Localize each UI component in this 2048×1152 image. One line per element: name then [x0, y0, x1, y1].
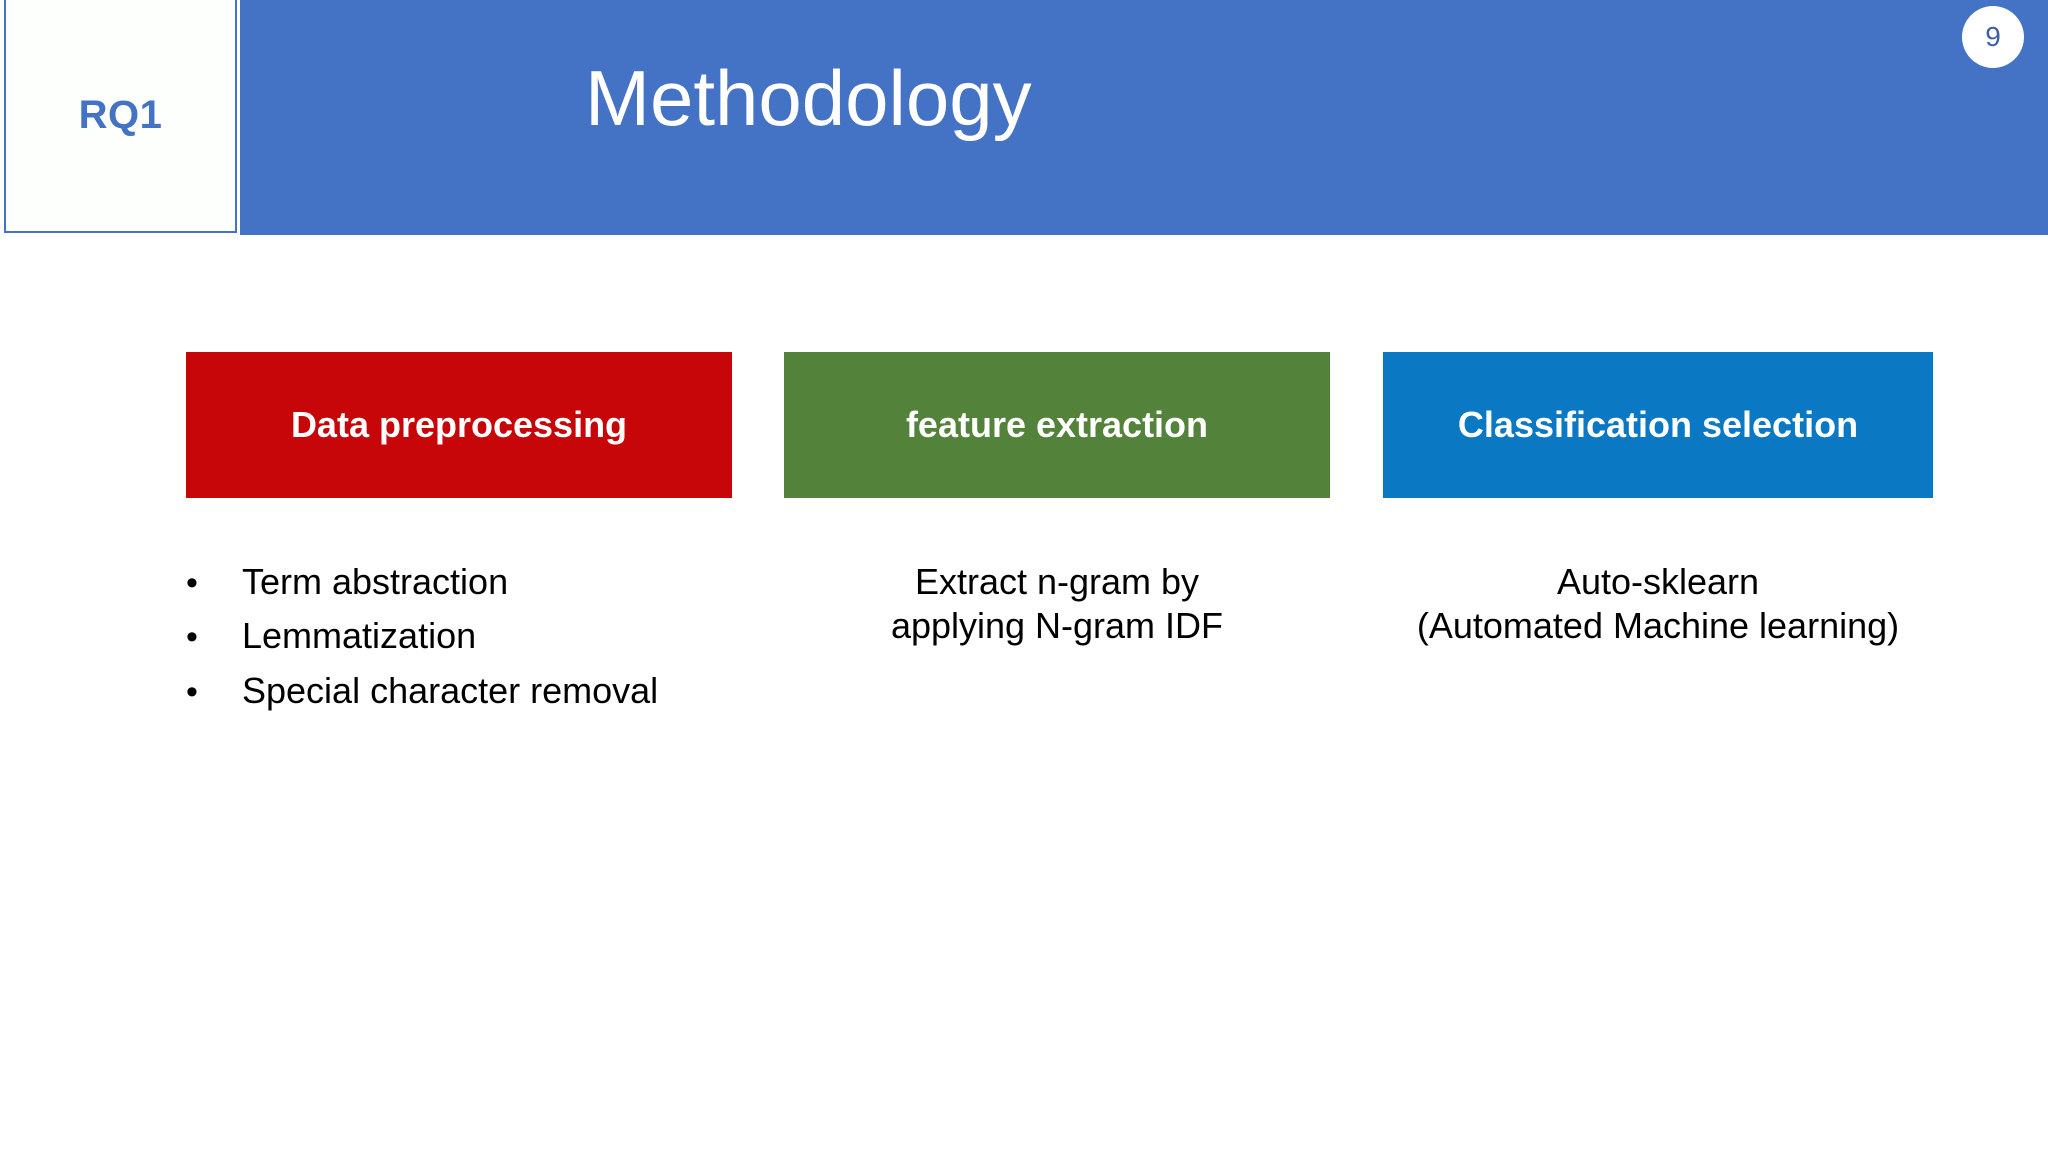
research-question-tag: RQ1: [4, 0, 237, 233]
list-item-label: Term abstraction: [242, 561, 509, 602]
page-title: Methodology: [585, 54, 1032, 142]
list-item: • Special character removal: [186, 669, 732, 713]
list-item: • Lemmatization: [186, 614, 732, 658]
slide-header-band: Methodology 9: [240, 0, 2048, 235]
stage-header-label: Data preprocessing: [290, 404, 628, 445]
stage-header-label: Classification selection: [1457, 404, 1859, 445]
stage-header-box: Data preprocessing: [186, 352, 732, 498]
stage-body-text: • Term abstraction • Lemmatization • Spe…: [186, 560, 732, 713]
pipeline-stage-feature-extraction: feature extraction Extract n-gram by app…: [784, 352, 1330, 648]
page-number-badge: 9: [1962, 6, 2024, 68]
page-number-label: 9: [1985, 21, 2001, 52]
bullet-dot-icon: •: [186, 564, 198, 602]
list-item: • Term abstraction: [186, 560, 732, 604]
body-line: (Automated Machine learning): [1416, 604, 1900, 646]
body-line: Auto-sklearn: [1556, 561, 1760, 602]
pipeline-stage-data-preprocessing: Data preprocessing • Term abstraction • …: [186, 352, 732, 723]
body-line: Extract n-gram by: [914, 561, 1200, 602]
stage-body-text: Auto-sklearn (Automated Machine learning…: [1383, 560, 1933, 648]
body-line: applying N-gram IDF: [890, 604, 1224, 646]
stage-header-box: feature extraction: [784, 352, 1330, 498]
preprocessing-bullet-list: • Term abstraction • Lemmatization • Spe…: [186, 560, 732, 713]
bullet-dot-icon: •: [186, 672, 198, 711]
bullet-dot-icon: •: [186, 618, 198, 657]
stage-header-label: feature extraction: [905, 404, 1209, 445]
list-item-label: Lemmatization: [242, 615, 477, 657]
research-question-label: RQ1: [78, 93, 163, 137]
pipeline-stage-classification-selection: Classification selection Auto-sklearn (A…: [1383, 352, 1933, 648]
stage-body-text: Extract n-gram by applying N-gram IDF: [784, 560, 1330, 648]
stage-header-box: Classification selection: [1383, 352, 1933, 498]
list-item-label: Special character removal: [242, 669, 659, 711]
